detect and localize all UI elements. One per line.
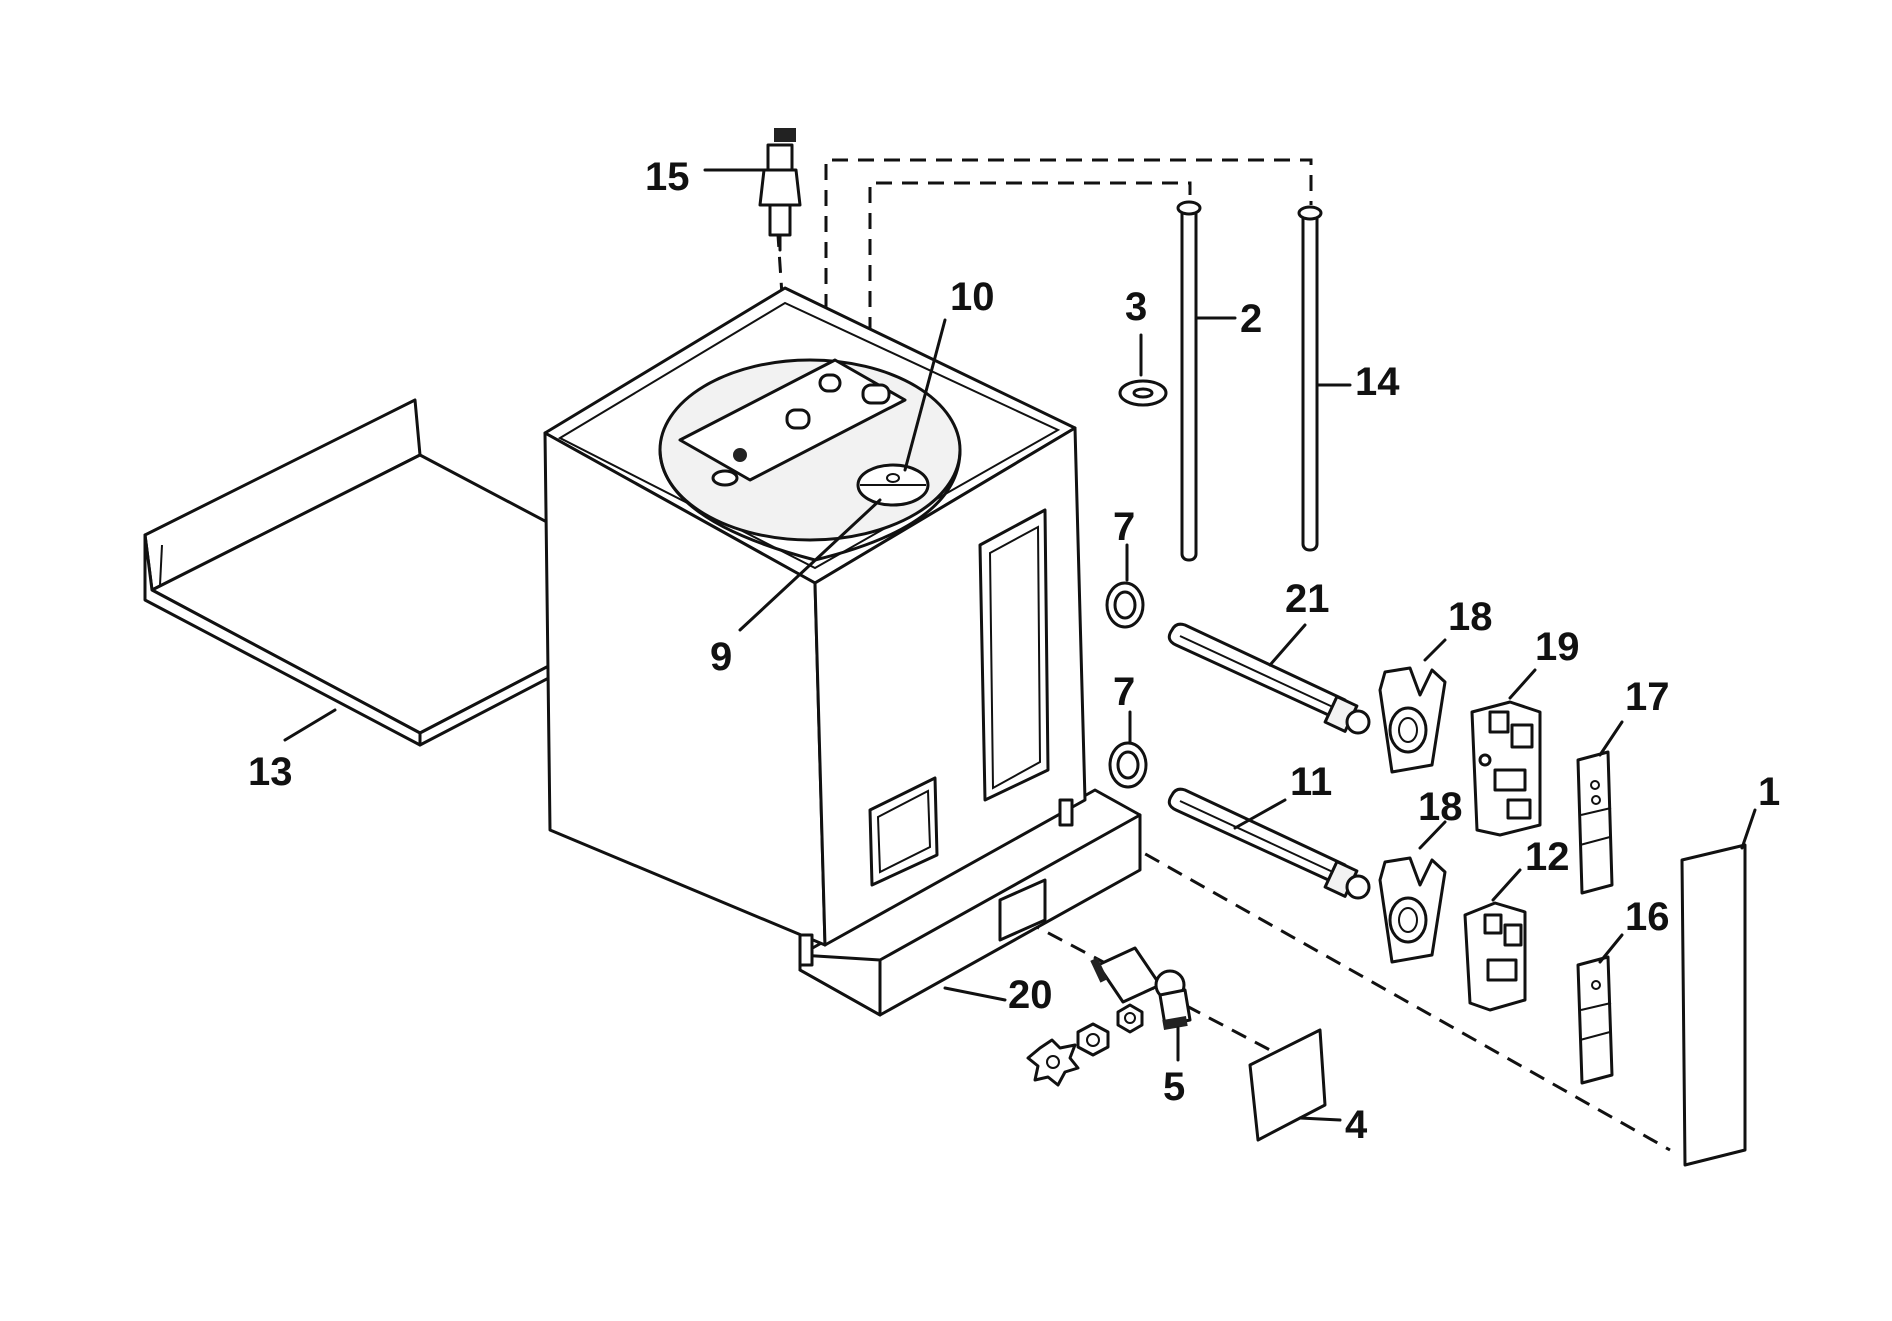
callout-2: 2 (1240, 297, 1262, 341)
part-17-insulation-pad (1576, 720, 1624, 895)
part-12-thermostat (1463, 868, 1527, 1012)
callout-15: 15 (645, 155, 690, 199)
callout-leaders (283, 318, 1007, 1002)
part-3-gasket (1118, 333, 1168, 407)
callout-16: 16 (1625, 895, 1670, 939)
part-2-anode-rod (1176, 200, 1237, 562)
part-7-gasket-upper (1105, 543, 1145, 629)
callout-5: 5 (1163, 1065, 1185, 1109)
part-20-base-pan (798, 788, 1142, 1017)
callout-7-upper: 7 (1113, 505, 1135, 549)
part-18-bracket-upper (1378, 638, 1447, 774)
callout-21: 21 (1285, 577, 1330, 621)
part-7-gasket-lower (1108, 710, 1148, 789)
callout-3: 3 (1125, 285, 1147, 329)
callout-19: 19 (1535, 625, 1580, 669)
callout-17: 17 (1625, 675, 1670, 719)
part-14-anode-rod (1297, 205, 1352, 552)
part-4-label-card (1248, 1028, 1342, 1142)
callout-11: 11 (1290, 760, 1332, 804)
part-19-thermostat (1470, 668, 1542, 837)
water-heater-cabinet (543, 286, 1087, 967)
callout-9: 9 (710, 635, 732, 679)
part-18-bracket-lower (1378, 820, 1447, 964)
part-1-access-door (1680, 808, 1757, 1167)
part-5-drain-valve (1026, 946, 1192, 1087)
part-15-relief-valve (703, 128, 802, 252)
callout-20: 20 (1008, 973, 1053, 1017)
part-16-insulation-pad (1576, 933, 1624, 1085)
callout-4: 4 (1345, 1103, 1368, 1147)
callout-7-lower: 7 (1113, 670, 1135, 714)
callout-14: 14 (1355, 360, 1400, 404)
callout-1: 1 (1758, 770, 1780, 814)
callout-10: 10 (950, 275, 995, 319)
part-11-heating-element (1167, 787, 1371, 900)
callout-18-upper: 18 (1448, 595, 1493, 639)
callout-13: 13 (248, 750, 293, 794)
part-21-heating-element (1167, 622, 1371, 735)
callout-18-lower: 18 (1418, 785, 1463, 829)
callout-labels: 1 2 3 4 5 7 7 9 10 11 12 13 14 15 16 17 … (248, 155, 1780, 1147)
callout-12: 12 (1525, 835, 1570, 879)
